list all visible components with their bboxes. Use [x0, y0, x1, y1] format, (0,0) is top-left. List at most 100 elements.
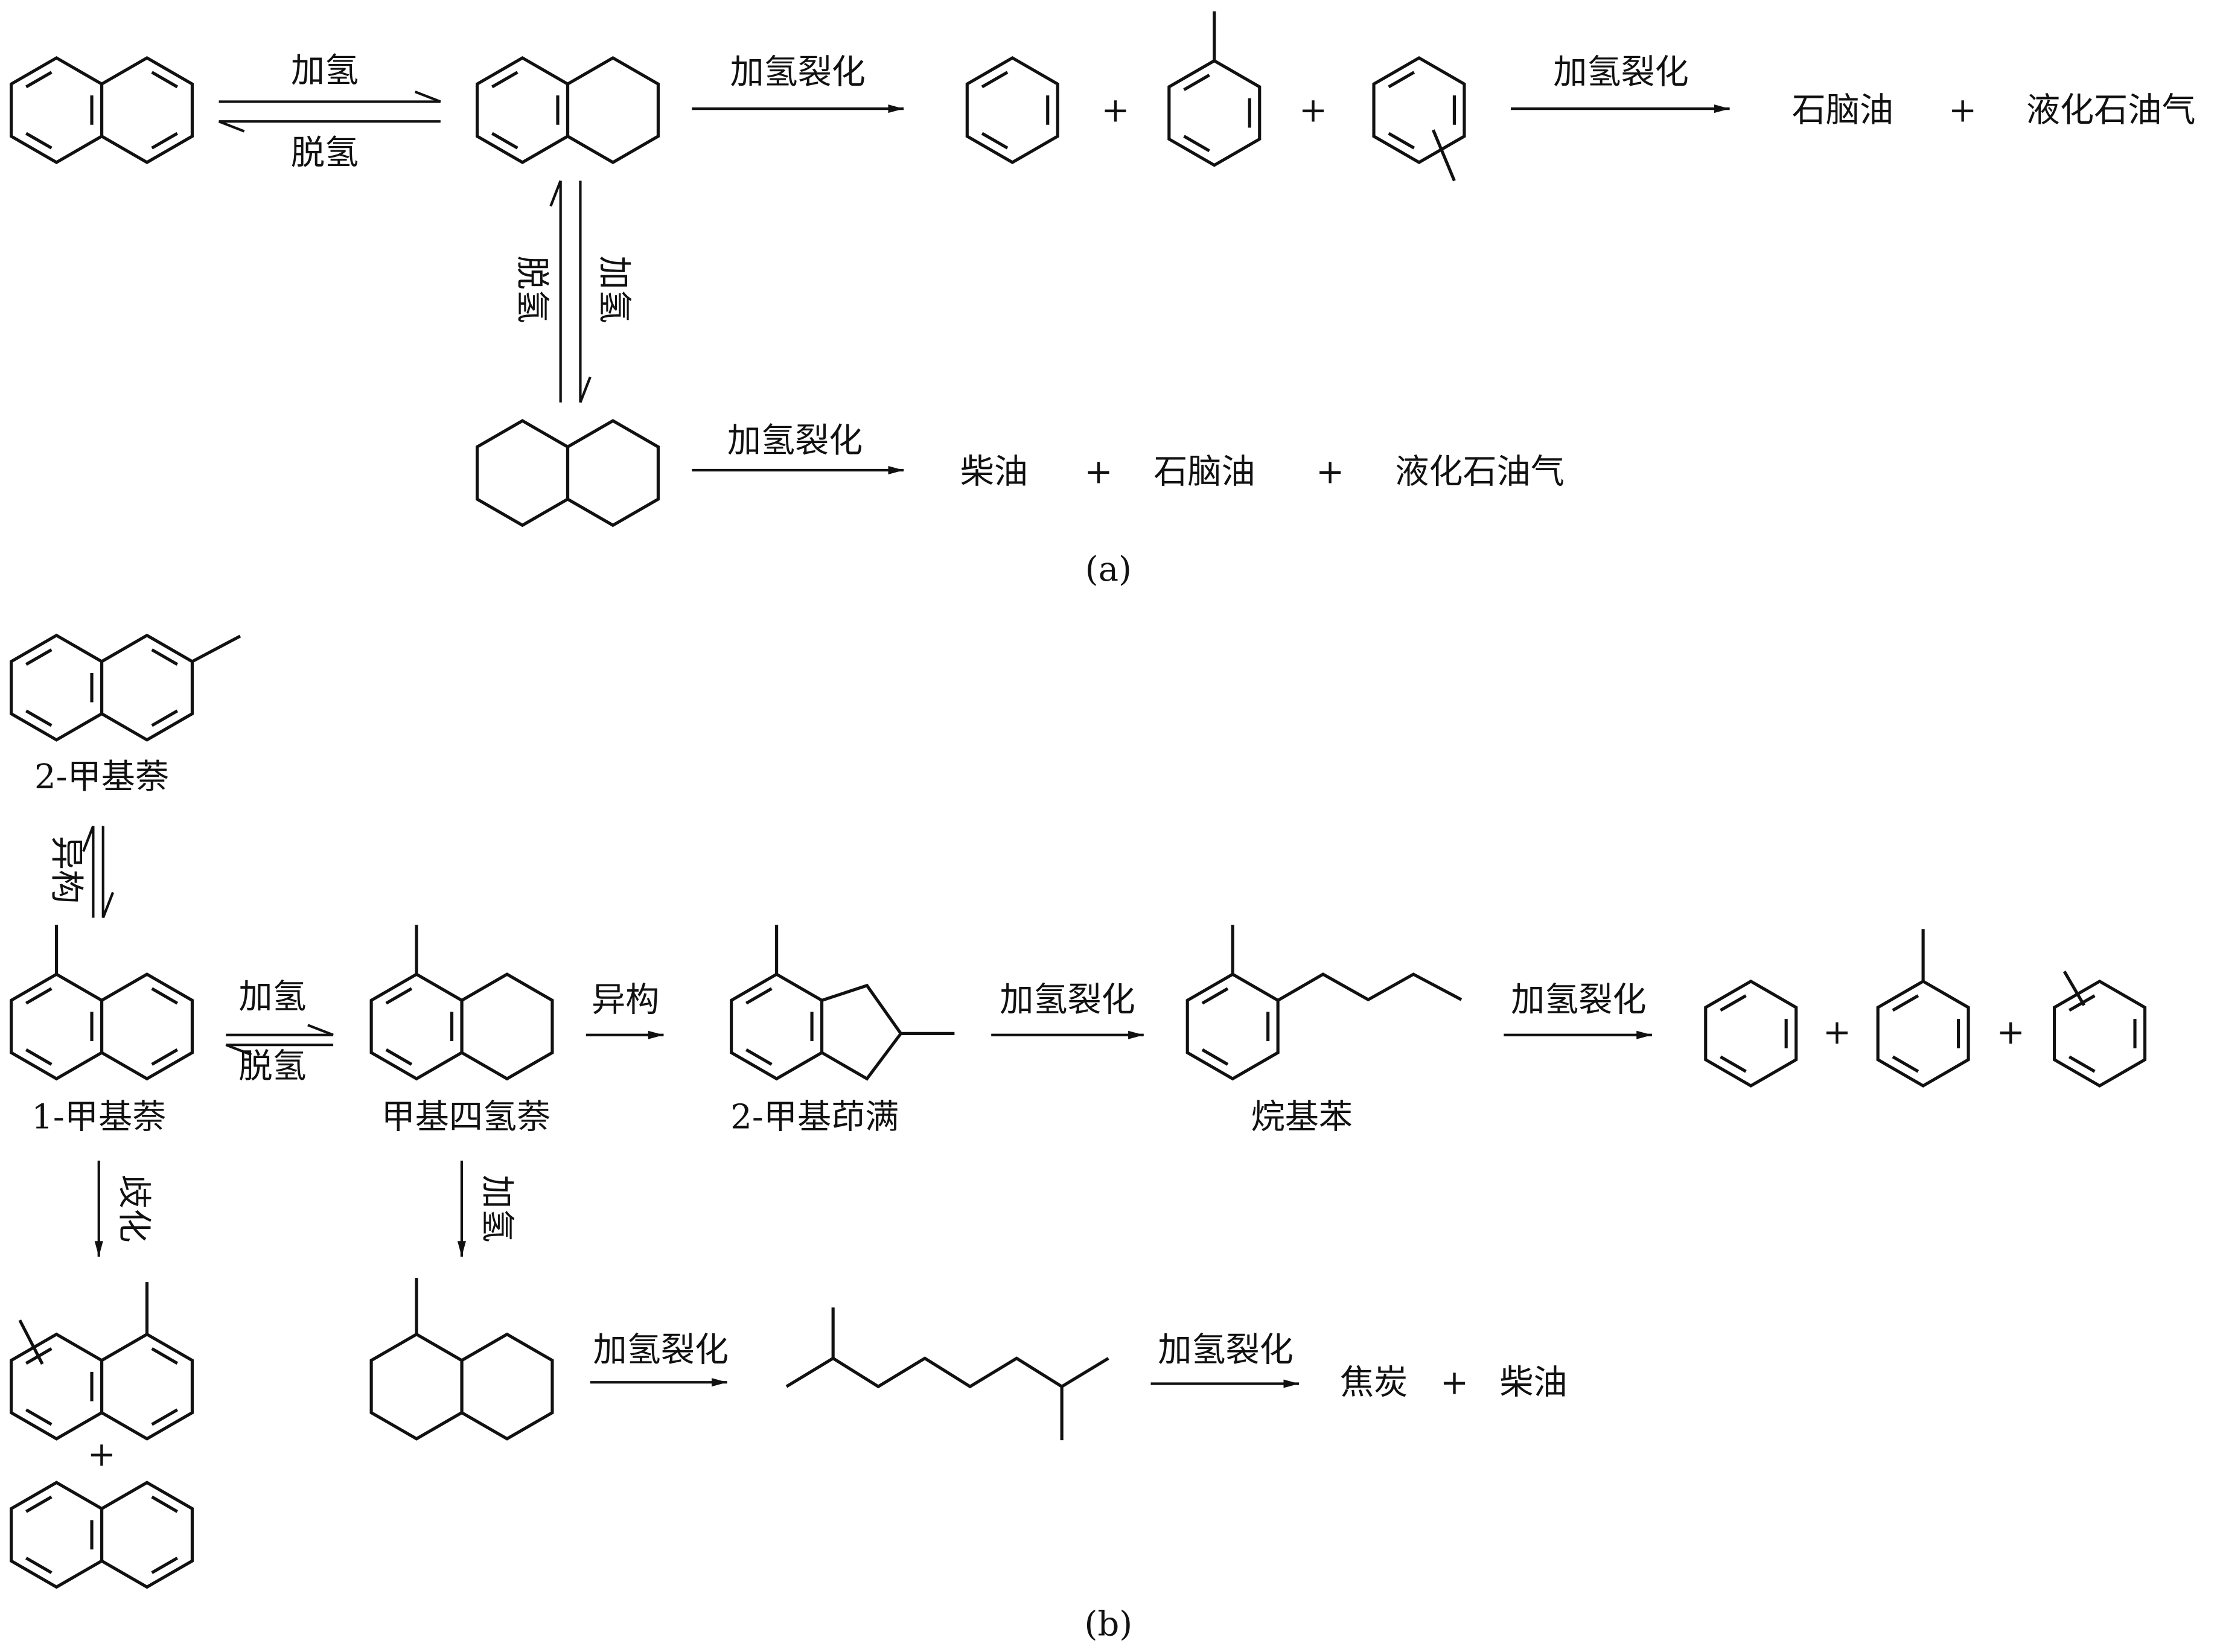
label-dehydrogenation: 脱氢	[291, 133, 359, 173]
label-methyltetralin: 甲基四氢萘	[381, 1098, 551, 1137]
five-ring-bonds	[821, 983, 903, 1081]
double-bond	[25, 71, 53, 89]
double-bond	[151, 1495, 179, 1513]
double-bond	[25, 987, 53, 1005]
double-bond	[1201, 1048, 1229, 1066]
double-bond	[1183, 74, 1210, 91]
double-bond	[1201, 987, 1229, 1005]
product-diesel: 柴油	[1499, 1363, 1567, 1402]
forward-equilibrium-arrow-head	[101, 891, 115, 919]
label-hydrocracking: 加氢裂化	[730, 53, 866, 92]
label-hydrogenation-vertical: 加氢	[594, 255, 633, 323]
tetralin-structure	[476, 56, 660, 165]
benzene-structure	[1704, 979, 1798, 1088]
label-hydrocracking: 加氢裂化	[1158, 1331, 1293, 1370]
panel-a-caption: (a)	[1085, 550, 1132, 589]
methyldecalin-structure	[369, 1278, 554, 1441]
product-diesel: 柴油	[960, 453, 1028, 492]
alkyl-substituent-bond	[1431, 129, 1456, 182]
plus-sign: +	[1102, 91, 1130, 130]
product-naphtha: 石脑油	[1792, 91, 1893, 130]
product-lpg: 液化石油气	[1395, 453, 1565, 492]
ring-bonds	[100, 972, 194, 1081]
alkyl-chain	[1277, 972, 1463, 1002]
double-bond	[1388, 71, 1415, 89]
double-bond	[1892, 1055, 1919, 1073]
1-methylnaphthalene-structure	[10, 925, 194, 1081]
ring-bonds	[100, 56, 194, 165]
plus-sign: +	[1948, 91, 1977, 130]
ring-bonds	[476, 419, 570, 528]
label-hydrocracking: 加氢裂化	[593, 1331, 729, 1370]
label-hydrocracking: 加氢裂化	[1000, 980, 1135, 1019]
double-bond	[151, 132, 179, 150]
alkyl-methylnaphthalene-structure	[10, 1282, 194, 1441]
naphthalene-structure	[10, 56, 194, 165]
double-bond	[385, 1048, 413, 1066]
forward-equilibrium-arrow-head	[414, 91, 441, 103]
ring-bonds	[369, 972, 464, 1081]
reverse-equilibrium-arrow-head	[225, 1044, 252, 1056]
forward-equilibrium-arrow-head	[307, 1024, 334, 1036]
double-bond	[151, 709, 179, 727]
ring-bonds	[1167, 59, 1262, 167]
double-bond	[151, 648, 179, 666]
label-dehydrogenation-vertical: 脱氢	[512, 255, 552, 323]
ring-bonds	[100, 1481, 194, 1589]
double-bond	[1720, 1055, 1747, 1073]
double-bond	[151, 71, 179, 89]
ring-bonds	[10, 1481, 104, 1589]
label-2-methylnaphthalene: 2-甲基萘	[34, 757, 169, 797]
ring-bonds	[1704, 979, 1798, 1088]
plus-sign: +	[1316, 453, 1344, 492]
methyltetralin-structure	[369, 925, 554, 1081]
naphthalene-structure	[10, 1481, 194, 1589]
plus-sign: +	[1823, 1013, 1851, 1052]
double-bond	[1183, 135, 1210, 153]
plus-sign: +	[88, 1435, 116, 1475]
double-bond	[1388, 132, 1415, 150]
ring-bonds	[460, 972, 554, 1081]
label-2-methylindane: 2-甲基茚满	[730, 1098, 899, 1137]
alkane-chain	[785, 1356, 1109, 1389]
reaction-arrows	[82, 91, 1730, 1388]
double-bond	[151, 1408, 179, 1426]
double-bond	[491, 132, 518, 150]
ring-bonds	[10, 633, 104, 742]
plus-sign: +	[1084, 453, 1112, 492]
ring-bonds	[100, 1332, 194, 1441]
label-dehydrogenation: 脱氢	[238, 1047, 306, 1086]
ring-bonds	[1372, 56, 1466, 165]
butyl-toluene-structure	[1185, 925, 1463, 1081]
label-hydrocracking: 加氢裂化	[1553, 53, 1689, 92]
label-isomerization-vertical: 异构	[46, 836, 86, 904]
double-bond	[25, 1557, 53, 1574]
double-bond	[385, 987, 413, 1005]
double-bond	[981, 132, 1009, 150]
panel-b-caption: (b)	[1084, 1604, 1132, 1644]
ring-bonds	[100, 633, 194, 742]
alkylbenzene-generic-structure	[1372, 56, 1466, 182]
double-bond	[151, 1347, 179, 1365]
double-bond	[745, 987, 773, 1005]
ring-bonds	[460, 1332, 554, 1441]
ring-bonds	[730, 972, 824, 1081]
branched-alkane-structure	[785, 1307, 1109, 1441]
methyl-bond	[191, 634, 241, 663]
double-bond	[25, 648, 53, 666]
molecule-structures	[10, 11, 2147, 1589]
double-bond	[25, 132, 53, 150]
double-bond	[25, 709, 53, 727]
label-1-methylnaphthalene: 1-甲基萘	[31, 1098, 166, 1137]
double-bond	[151, 1557, 179, 1574]
double-bond	[981, 71, 1009, 89]
decalin-structure	[476, 419, 660, 528]
label-disproportionation: 歧化	[114, 1175, 153, 1242]
double-bond	[745, 1048, 773, 1066]
ring-bonds	[2052, 979, 2147, 1088]
reverse-equilibrium-arrow-head	[218, 120, 245, 133]
ring-bonds	[10, 1332, 104, 1441]
ring-bonds	[10, 56, 104, 165]
alkylbenzene-generic-structure	[2052, 971, 2147, 1088]
